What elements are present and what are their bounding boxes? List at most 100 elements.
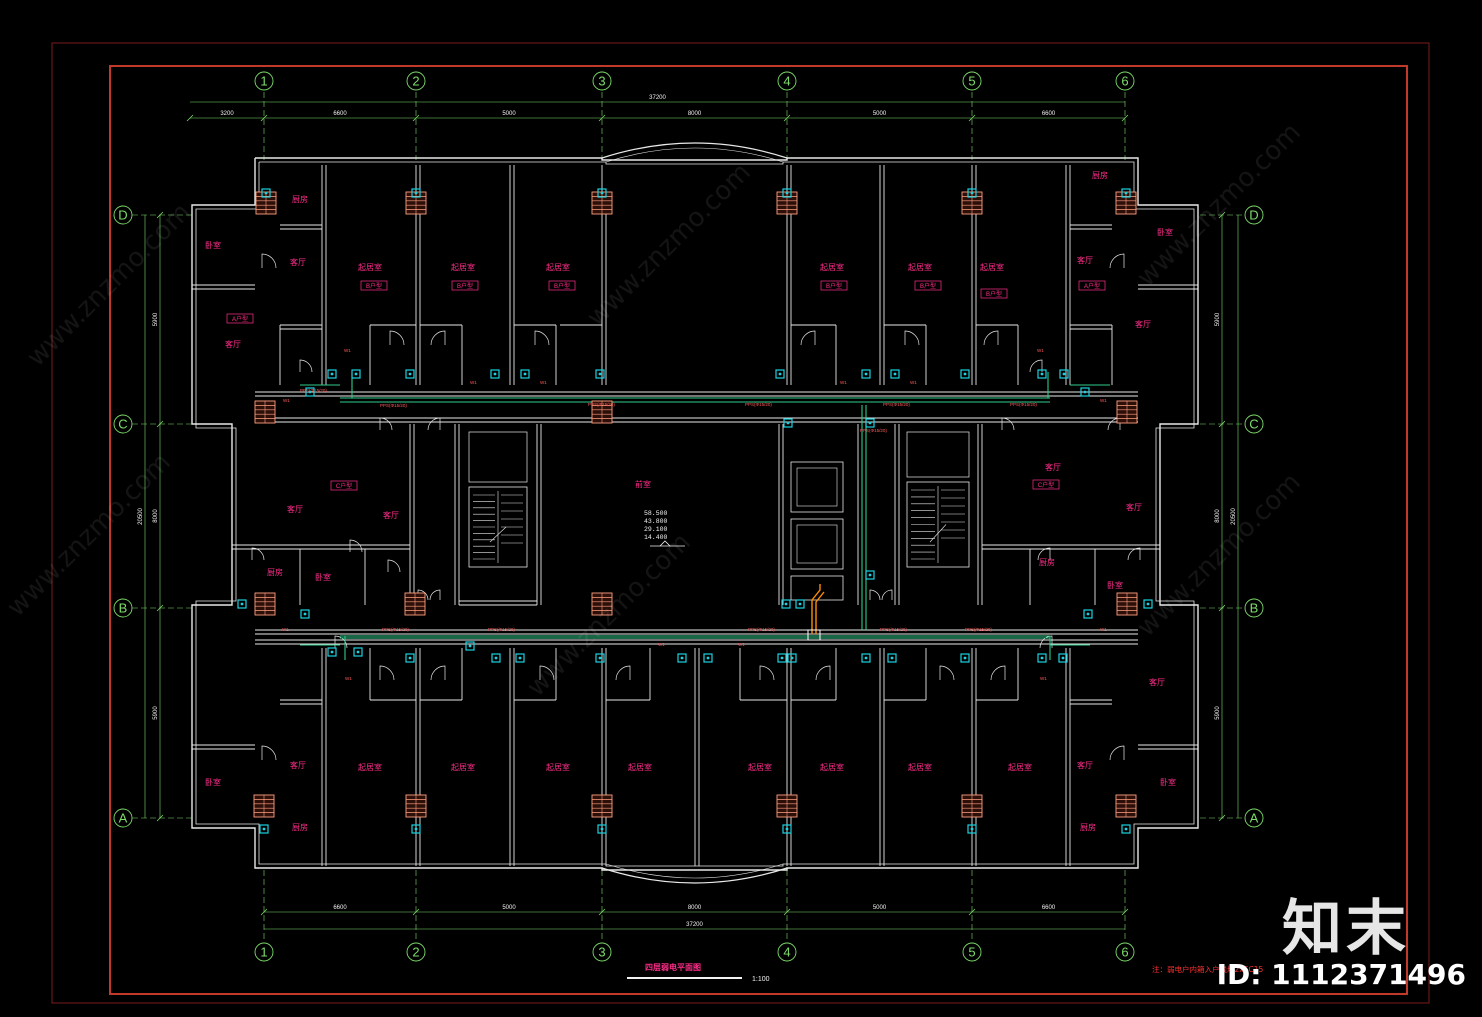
dimension-tick — [783, 908, 791, 916]
outlet-symbol — [782, 188, 792, 198]
axis-bubble — [254, 942, 274, 962]
title-block: 四层弱电平面图 1:100 注：弱电户内箱入户线均2xSC15 — [627, 962, 1263, 983]
axis-label-column: 1 — [260, 74, 267, 89]
door-swing — [389, 330, 405, 346]
room-label: 客厅 — [1077, 255, 1093, 265]
outlet-symbol — [677, 653, 687, 663]
door-swing — [815, 665, 831, 681]
outlet-symbol — [300, 609, 310, 619]
room-label: 起居室 — [908, 762, 932, 772]
door-swing — [539, 665, 555, 681]
stair-landing — [468, 431, 528, 483]
room-label: 客厅 — [1045, 462, 1061, 472]
outlet-symbol — [775, 369, 785, 379]
elevator-shaft — [790, 518, 844, 570]
dimension-tick — [783, 114, 791, 122]
unit-tag-frame — [914, 280, 942, 291]
outlet-dot — [963, 656, 967, 660]
stair-break — [929, 524, 947, 543]
dimension-text: 8000 — [1215, 509, 1221, 523]
outlet-symbol — [491, 653, 501, 663]
unit-tag-frame — [1078, 280, 1106, 291]
distribution-box — [1116, 592, 1138, 616]
outlet-symbol — [782, 824, 792, 834]
dimension-tick — [1121, 114, 1129, 122]
exterior-wall-inner — [195, 161, 1195, 867]
circuit-label: PPS(Φ15/20) — [880, 627, 907, 632]
door-swing — [1001, 417, 1015, 431]
dimension-tick — [1218, 814, 1226, 822]
axis-label-row: B — [119, 601, 128, 616]
outlet-dot — [264, 191, 268, 195]
room-label: 起居室 — [358, 762, 382, 772]
room-label: 客厅 — [287, 504, 303, 514]
outlet-dot — [598, 656, 602, 660]
dimension-text: 5900 — [1215, 312, 1221, 326]
door-swing — [759, 665, 775, 681]
outlet-dot — [785, 827, 789, 831]
stair-landing — [906, 431, 970, 478]
dimension-text: 5900 — [153, 706, 159, 720]
door-swing — [800, 330, 816, 346]
outlet-symbol — [351, 369, 361, 379]
room-label: 卧室 — [1157, 227, 1173, 237]
door-swing — [904, 330, 920, 346]
dimension-text: 8000 — [688, 111, 702, 117]
stair-outline — [906, 481, 970, 568]
dimension-tick — [598, 908, 606, 916]
distribution-box — [961, 191, 983, 215]
room-label: 起居室 — [980, 262, 1004, 272]
axis-bubble — [777, 942, 797, 962]
door-swing — [379, 417, 393, 431]
door-swing — [990, 665, 1006, 681]
outlet-symbol — [861, 653, 871, 663]
outlet-dot — [600, 827, 604, 831]
unit-tag: B户型 — [980, 288, 1008, 299]
outlet-dot — [1083, 390, 1087, 394]
unit-tag-text: B户型 — [826, 282, 842, 290]
outlet-dot — [468, 644, 472, 648]
dimension-tick — [1121, 908, 1129, 916]
stair-break — [489, 526, 507, 543]
unit-tag: A户型 — [1078, 280, 1106, 291]
inner-frame — [109, 65, 1408, 995]
outlet-symbol — [465, 641, 475, 651]
axis-bubble — [777, 71, 797, 91]
dimension-text: 6600 — [333, 111, 347, 117]
outlet-symbol — [1143, 599, 1153, 609]
axis-bubble — [592, 71, 612, 91]
dimension-tick — [156, 211, 164, 219]
room-label: 起居室 — [820, 762, 844, 772]
axis-bubble — [1115, 71, 1135, 91]
outlet-symbol — [960, 653, 970, 663]
unit-tag-frame — [820, 280, 848, 291]
circuit-label: PPS(Φ15/20) — [860, 428, 887, 433]
outlet-symbol — [1121, 824, 1131, 834]
room-label: 客厅 — [1135, 319, 1151, 329]
door-swing — [429, 589, 441, 601]
outlet-symbol — [887, 653, 897, 663]
door-swing — [427, 417, 441, 431]
distribution-box — [591, 794, 613, 818]
node-label: W1 — [345, 676, 352, 681]
distribution-box — [254, 592, 276, 616]
axis-bubble — [406, 71, 426, 91]
unit-tag-frame — [980, 288, 1008, 299]
door-swing — [1029, 359, 1043, 373]
axis-label-row: D — [1249, 208, 1258, 223]
dimension-total: 37200 — [686, 922, 703, 928]
node-label: W1 — [840, 380, 847, 385]
unit-tag-frame — [360, 280, 388, 291]
outlet-dot — [1040, 656, 1044, 660]
dimension-tick — [156, 420, 164, 428]
distribution-box — [1116, 400, 1138, 424]
outlet-dot — [1086, 612, 1090, 616]
dimension-total: 20500 — [1231, 507, 1237, 524]
door-swing — [881, 589, 893, 601]
circuit-label: PPS(Φ15/20) — [588, 402, 615, 407]
door-swing — [261, 745, 277, 761]
watermark-id: ID: 1112371496 — [1216, 958, 1466, 991]
door-swing — [983, 330, 999, 346]
watermark-logo: 知末 — [1282, 894, 1410, 964]
